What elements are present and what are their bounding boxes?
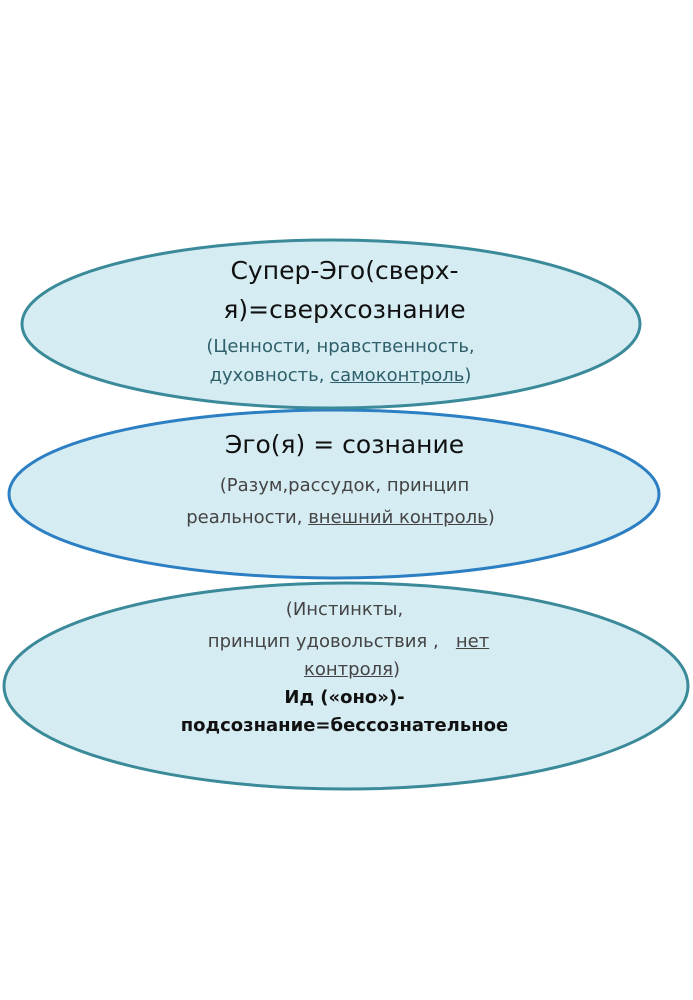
id-ellipse <box>2 581 690 791</box>
superego-desc-2: духовность, самоконтроль) <box>209 365 472 386</box>
id-desc-2: принцип удовольствия , нет <box>207 631 490 652</box>
ego-desc-2: реальности, внешний контроль) <box>186 507 495 528</box>
superego-title-1: Супер-Эго(сверх- <box>230 256 459 285</box>
ego-title: Эго(я) = сознание <box>224 430 465 459</box>
id-desc-3: контроля) <box>304 659 400 680</box>
ego-ellipse <box>7 408 661 580</box>
superego-desc-1: (Ценности, нравственность, <box>206 336 475 357</box>
superego-ellipse <box>20 238 642 410</box>
ego-desc-1: (Разум,рассудок, принцип <box>219 475 470 496</box>
id-desc-1: (Инстинкты, <box>285 599 404 620</box>
id-title-1: Ид («оно»)- <box>284 687 405 708</box>
id-title-2: подсознание=бессознательное <box>180 715 509 736</box>
superego-title-2: я)=сверхсознание <box>223 295 466 324</box>
